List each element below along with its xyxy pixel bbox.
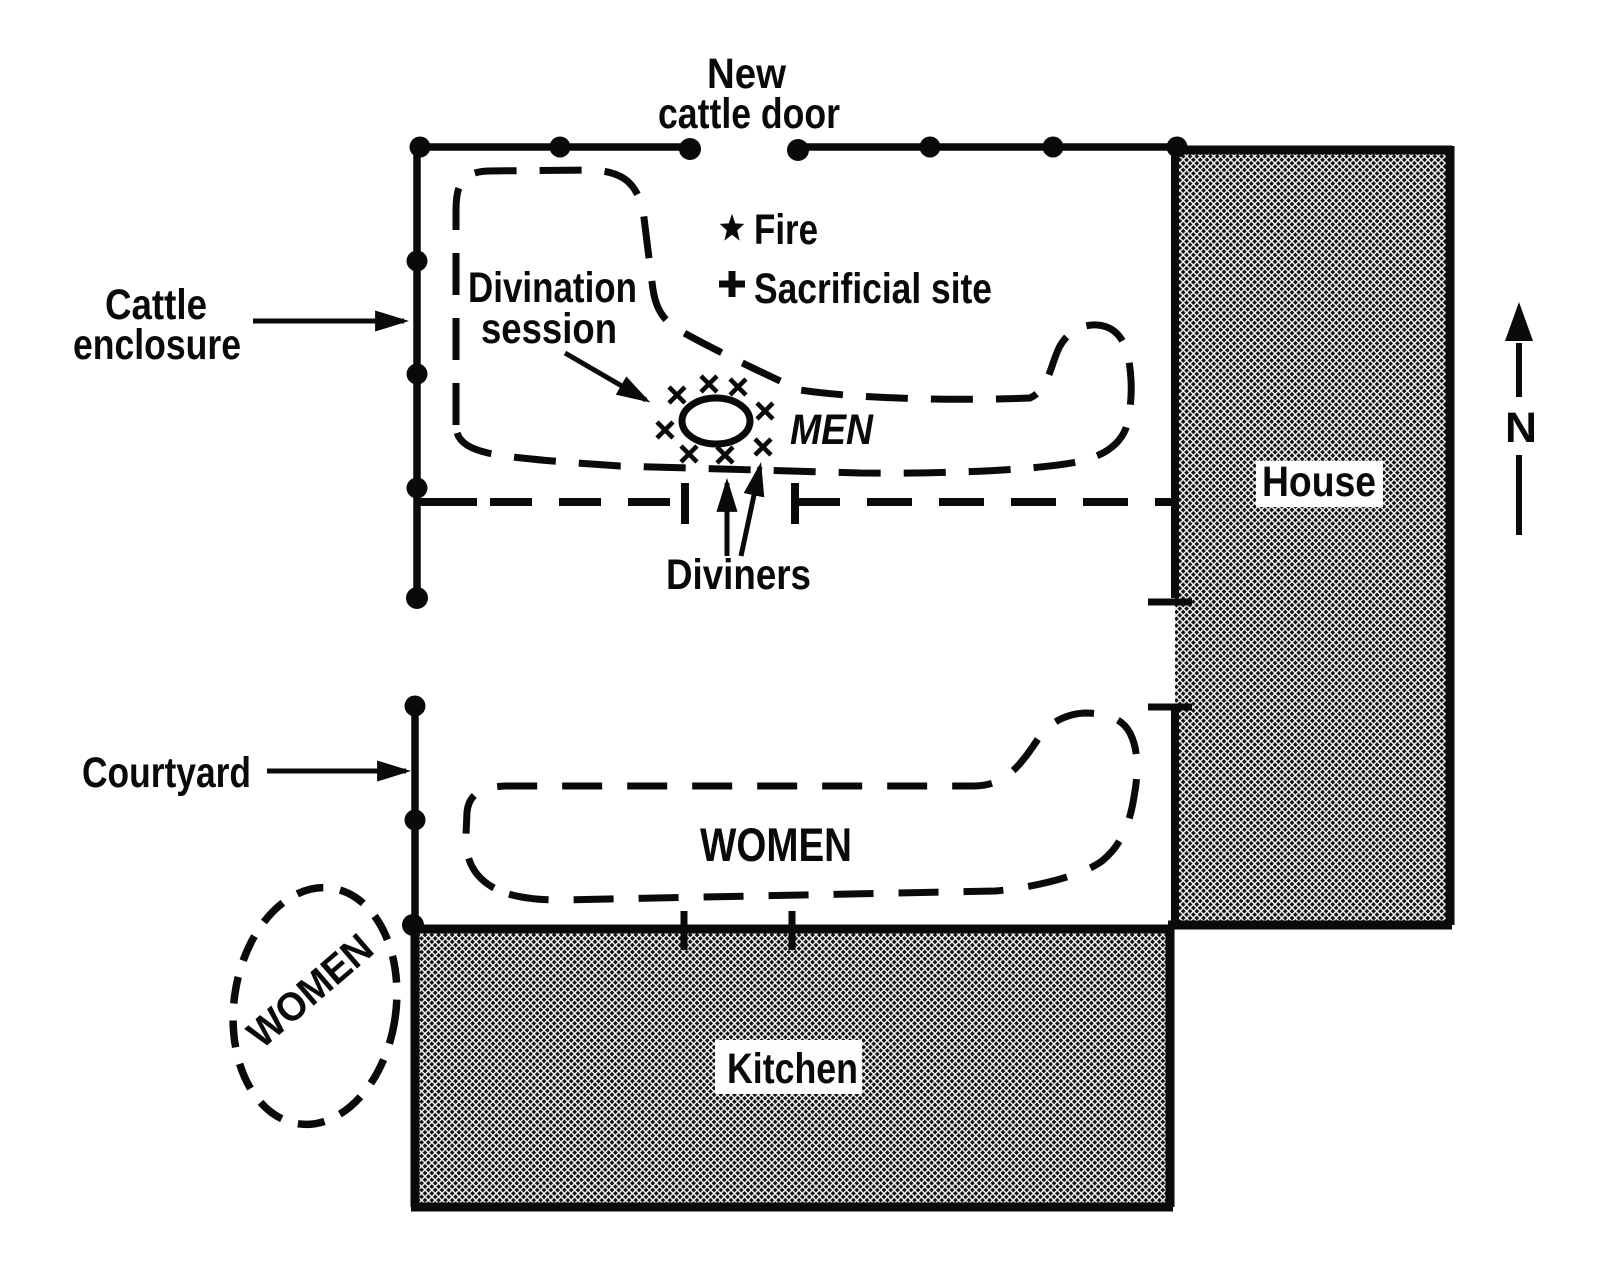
- svg-text:New: New: [707, 50, 786, 98]
- svg-text:N: N: [1505, 404, 1537, 452]
- svg-text:Courtyard: Courtyard: [82, 749, 251, 797]
- svg-text:MEN: MEN: [790, 406, 874, 454]
- svg-text:WOMEN: WOMEN: [700, 818, 852, 871]
- svg-text:Kitchen: Kitchen: [727, 1045, 858, 1093]
- svg-text:Diviners: Diviners: [666, 551, 811, 599]
- svg-text:House: House: [1262, 458, 1376, 506]
- svg-text:Sacrificial site: Sacrificial site: [754, 265, 992, 313]
- svg-text:WOMEN: WOMEN: [239, 926, 382, 1057]
- svg-text:session: session: [481, 305, 617, 353]
- svg-text:cattle door: cattle door: [658, 90, 840, 138]
- svg-text:Fire: Fire: [754, 206, 818, 254]
- svg-text:Cattle: Cattle: [105, 281, 207, 329]
- svg-text:Divination: Divination: [468, 264, 637, 312]
- svg-text:enclosure: enclosure: [73, 321, 241, 369]
